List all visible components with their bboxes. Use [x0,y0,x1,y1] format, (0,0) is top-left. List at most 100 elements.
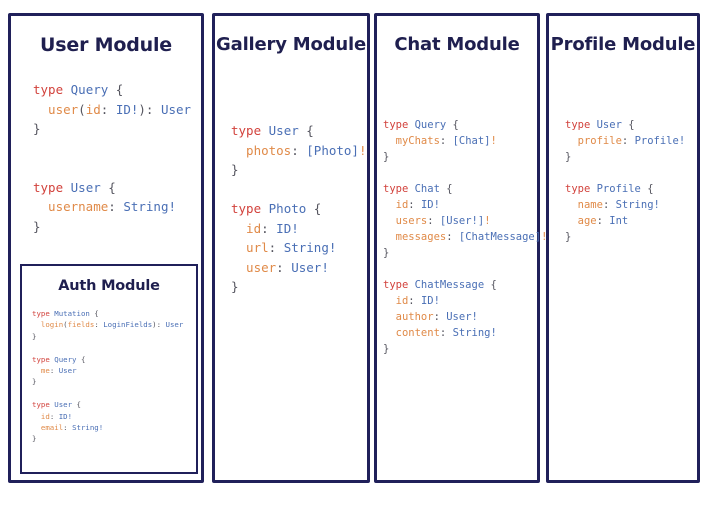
panel-profile-module[interactable]: Profile Module type User { profile: Prof… [546,13,700,483]
code-line: login(fields: LoginFields): User [32,319,196,330]
code-line [33,158,201,178]
code-line: } [33,119,201,139]
code-line [565,165,697,181]
code-token: name [565,199,603,211]
panel-auth-module[interactable]: Auth Module type Mutation { login(fields… [20,264,198,474]
code-token: : [596,215,610,227]
code-token: [Photo] [306,142,359,158]
code-token: { [484,279,497,291]
code-token: type [383,119,415,131]
code-token: User [160,101,192,117]
code-token: Profile [596,183,641,195]
code-token: : [276,259,292,275]
code-token: } [383,343,390,355]
code-token: : [439,327,453,339]
code-line: user(id: ID!): User [33,100,201,120]
code-token: : [49,411,59,421]
code-token: String! [123,199,177,214]
code-token: ID! [420,199,440,211]
code-token: user [33,101,79,117]
code-line: email: String! [32,422,196,433]
code-token: { [100,179,116,195]
code-token: content [383,327,440,339]
code-token: ( [78,101,86,117]
code-line: profile: Profile! [565,133,697,149]
code-line: id: ID! [231,219,367,239]
code-line: username: String! [33,197,201,217]
panel-gallery-module[interactable]: Gallery Module type User { photos: [Phot… [212,13,370,483]
code-token: [User!] [439,215,485,227]
code-token: String! [283,240,337,255]
code-line [32,342,196,353]
code-token: [Chat] [452,135,491,147]
code-token: : [49,366,59,376]
code-token: User [54,400,73,410]
code-token: type [231,123,269,138]
code-line: name: String! [565,197,697,213]
code-token: ( [63,320,68,330]
code-token: type [565,119,597,131]
code-token: Profile! [634,135,686,147]
code-token: fields [67,320,95,330]
code-token: ! [490,135,497,147]
code-token: type [383,183,415,195]
panel-chat-module[interactable]: Chat Module type Query { myChats: [Chat]… [374,13,547,483]
code-token: username [33,199,109,214]
panel-title-profile-module: Profile Module [550,34,696,55]
code-token: email [32,423,64,433]
code-line: myChats: [Chat]! [383,133,537,149]
code-token: User! [291,259,329,275]
code-token: User [268,123,299,138]
code-line [383,261,537,277]
code-token: User [165,320,184,330]
code-token: : [63,423,73,433]
code-line: type User { [33,178,201,198]
code-token: String! [72,423,104,433]
code-token: ID! [420,295,440,307]
code-token: } [383,247,390,259]
code-token: { [439,183,453,195]
code-token: ): [138,101,161,117]
code-line [231,180,367,200]
code-line [383,165,537,181]
code-token: : [446,231,459,243]
code-block-profile-module: type User { profile: Profile!} type Prof… [565,117,697,245]
code-line: url: String! [231,238,367,258]
code-token: String! [452,327,497,339]
code-token: type [231,201,269,216]
code-token: : [427,215,440,227]
code-token: { [89,309,99,318]
code-line: } [383,341,537,357]
code-token: [ChatMessage] [458,231,542,243]
code-token: type [33,179,71,195]
code-token: me [32,366,50,376]
code-token: ChatMessage [414,279,485,291]
code-line: users: [User!]! [383,213,537,229]
code-line: id: ID! [383,197,537,213]
code-block-gallery-module: type User { photos: [Photo]!} type Photo… [231,121,367,297]
code-token: User [596,119,622,131]
panel-user-module[interactable]: User Module type Query { user(id: ID!): … [8,13,204,483]
code-line: } [33,217,201,237]
code-token: } [231,279,239,294]
code-token: id [85,101,101,117]
code-token: : [268,240,284,255]
panel-title-auth-module: Auth Module [58,278,160,294]
code-line: type Mutation { [32,308,196,319]
code-token: profile [565,135,622,147]
code-token: type [32,400,55,410]
code-token: ID! [115,101,139,117]
code-token: { [76,354,86,364]
code-line: } [383,149,537,165]
code-token: { [108,82,124,97]
code-line: photos: [Photo]! [231,141,367,161]
code-token: { [640,183,654,195]
code-token: : [439,135,453,147]
code-token: Mutation [54,309,90,318]
code-token: : [408,199,421,211]
code-token: } [33,121,41,136]
code-token: ! [358,142,367,158]
code-token: { [72,400,81,410]
code-token: ): [152,320,166,330]
code-token: : [602,199,616,211]
